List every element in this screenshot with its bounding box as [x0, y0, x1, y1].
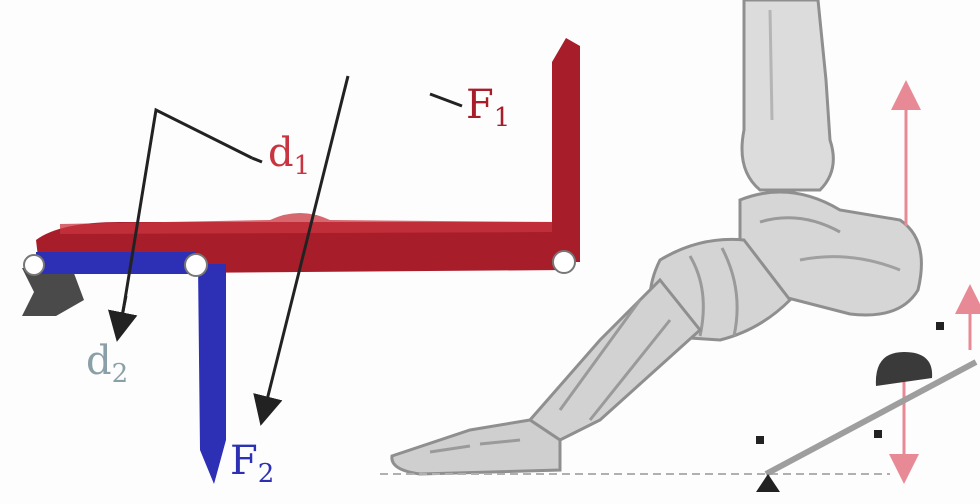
red-upright [552, 38, 580, 262]
blue-lever-bar [36, 252, 196, 274]
inclined-lever-fulcrum [756, 474, 780, 492]
toe-bones [392, 420, 560, 474]
blue-upright [198, 264, 226, 484]
inclined-lever-weight [876, 352, 932, 386]
pivot-joint-middle [185, 254, 207, 276]
tibia-bone [742, 0, 833, 190]
lever-arm-lines [120, 110, 252, 330]
f1-pointer [430, 94, 462, 106]
dot-marker [936, 322, 944, 330]
dot-marker [756, 436, 764, 444]
d1-pointer [252, 158, 262, 162]
label-f2: F2 [230, 438, 274, 489]
metatarsal-bones [530, 280, 700, 440]
label-f1: F1 [466, 82, 510, 133]
d2-pointer [118, 296, 126, 336]
label-d1: d1 [268, 130, 310, 181]
dot-marker [874, 430, 882, 438]
pivot-joint-left [24, 255, 44, 275]
label-d2: d2 [86, 338, 128, 389]
pivot-joint-right [553, 251, 575, 273]
inclined-lever-beam [766, 362, 976, 474]
